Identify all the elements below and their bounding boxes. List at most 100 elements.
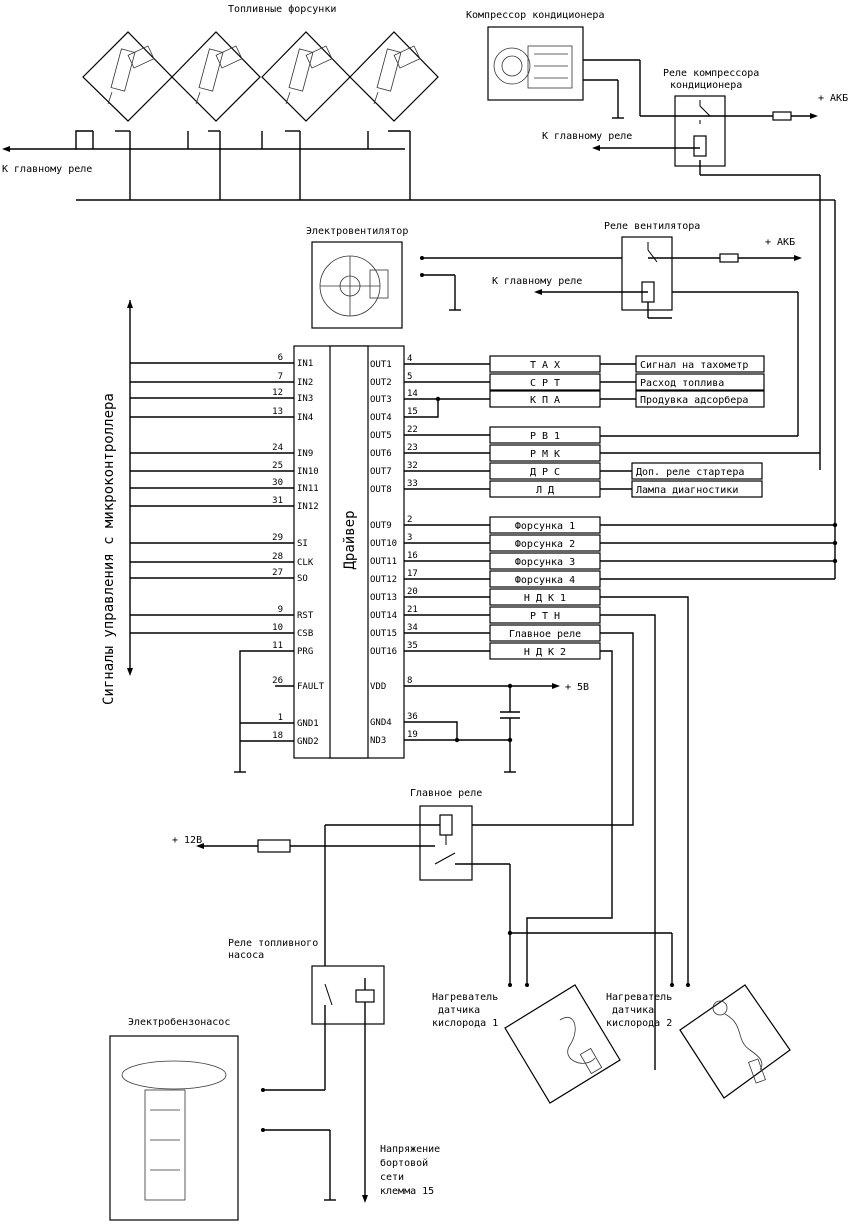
injector-3 bbox=[261, 31, 351, 122]
left-pin-name: CSB bbox=[297, 629, 313, 639]
left-pin-number: 12 bbox=[272, 388, 283, 398]
left-pin-name: SO bbox=[297, 574, 308, 584]
right-pin-name: VDD bbox=[370, 682, 386, 692]
left-pin-name: SI bbox=[297, 539, 308, 549]
fuel-pump-box bbox=[109, 1035, 239, 1221]
heater1-label-2: датчика bbox=[438, 1005, 480, 1016]
output-box-label: Р В 1 bbox=[530, 431, 560, 442]
left-pin-number: 9 bbox=[278, 605, 283, 615]
description-box-label: Расход топлива bbox=[640, 378, 724, 389]
description-box-label: Сигнал на тахометр bbox=[640, 360, 748, 371]
right-pin-name: OUT7 bbox=[370, 467, 392, 477]
left-pin-name: IN9 bbox=[297, 449, 313, 459]
right-pin-name: OUT11 bbox=[370, 557, 397, 567]
left-pin-number: 25 bbox=[272, 461, 283, 471]
right-pin-number: 32 bbox=[407, 461, 418, 471]
left-pin-number: 31 bbox=[272, 496, 283, 506]
left-pin-name: RST bbox=[297, 611, 314, 621]
left-pin-number: 26 bbox=[272, 676, 283, 686]
right-pin-number: 35 bbox=[407, 641, 418, 651]
right-pin-number: 14 bbox=[407, 389, 418, 399]
right-pins: OUT14OUT25OUT314OUT415OUT522OUT623OUT732… bbox=[370, 354, 418, 746]
description-box-label: Лампа диагностики bbox=[636, 485, 738, 496]
output-box-label: Форсунка 3 bbox=[515, 557, 575, 568]
output-boxes: Т А ХС Р ТК П АР В 1Р М КД Р СЛ ДФорсунк… bbox=[489, 355, 601, 660]
right-pin-name: OUT2 bbox=[370, 378, 392, 388]
right-pin-name: OUT6 bbox=[370, 449, 392, 459]
injector-1 bbox=[82, 31, 173, 122]
injector-wiring bbox=[2, 130, 820, 201]
supply-label-2: бортовой bbox=[380, 1157, 428, 1169]
right-pin-number: 21 bbox=[407, 605, 418, 615]
heater2-label-2: датчика bbox=[612, 1005, 654, 1016]
heater1-label-1: Нагреватель bbox=[432, 992, 498, 1003]
output-box-label: Н Д К 1 bbox=[524, 593, 566, 604]
left-pin-name: PRG bbox=[297, 647, 313, 657]
injectors-title: Топливные форсунки bbox=[228, 3, 336, 15]
vdd-out-label: + 5В bbox=[565, 682, 589, 693]
supply-label-3: сети bbox=[380, 1172, 404, 1183]
supply-label-4: клемма 15 bbox=[380, 1186, 434, 1197]
output-box-label: Форсунка 1 bbox=[515, 521, 575, 532]
fuel-pump-relay-label-2: насоса bbox=[228, 950, 264, 961]
heater1-label-3: кислорода 1 bbox=[432, 1018, 498, 1029]
right-pin-number: 20 bbox=[407, 587, 418, 597]
heater2-label-3: кислорода 2 bbox=[606, 1018, 672, 1029]
main-relay-label: Главное реле bbox=[410, 788, 482, 799]
output-box-label: Н Д К 2 bbox=[524, 647, 566, 658]
left-pin-name: CLK bbox=[297, 558, 314, 568]
fan-title: Электровентилятор bbox=[306, 226, 408, 237]
compressor-relay bbox=[674, 95, 726, 167]
left-pin-number: 13 bbox=[272, 407, 283, 417]
right-pin-number: 36 bbox=[407, 712, 418, 722]
left-pin-name: IN4 bbox=[297, 413, 313, 423]
left-pin-name: IN2 bbox=[297, 378, 313, 388]
left-pins: 6IN17IN212IN313IN424IN925IN1030IN1131IN1… bbox=[272, 353, 325, 747]
right-pin-name: OUT1 bbox=[370, 360, 392, 370]
right-pin-number: 19 bbox=[407, 730, 418, 740]
output-box-label: С Р Т bbox=[530, 378, 560, 389]
output-box-label: Форсунка 2 bbox=[515, 539, 575, 550]
left-pin-number: 6 bbox=[278, 353, 283, 363]
supply-label-1: Напряжение bbox=[380, 1144, 440, 1155]
right-pin-name: OUT15 bbox=[370, 629, 397, 639]
right-pin-number: 17 bbox=[407, 569, 418, 579]
right-pin-name: OUT3 bbox=[370, 395, 392, 405]
right-bus-lines bbox=[404, 363, 560, 773]
left-pin-name: IN12 bbox=[297, 502, 319, 512]
left-pin-name: IN3 bbox=[297, 394, 313, 404]
right-pin-number: 16 bbox=[407, 551, 418, 561]
right-pin-number: 4 bbox=[407, 354, 412, 364]
description-box-label: Продувка адсорбера bbox=[640, 394, 748, 406]
akb-1: + АКБ bbox=[818, 93, 848, 104]
right-pin-number: 2 bbox=[407, 515, 412, 525]
output-box-label: Р Т Н bbox=[530, 611, 560, 622]
left-pin-number: 18 bbox=[272, 731, 283, 741]
left-pin-number: 28 bbox=[272, 552, 283, 562]
to-main-relay-left: К главному реле bbox=[2, 164, 92, 175]
right-pin-number: 15 bbox=[407, 407, 418, 417]
left-pin-number: 29 bbox=[272, 533, 283, 543]
compressor-title: Компрессор кондиционера bbox=[466, 10, 604, 21]
description-box-label: Доп. реле стартера bbox=[636, 467, 744, 478]
output-box-label: К П А bbox=[530, 395, 560, 406]
heater2-sensor bbox=[679, 984, 791, 1099]
right-pin-name: OUT9 bbox=[370, 521, 392, 531]
left-pin-number: 24 bbox=[272, 443, 283, 453]
left-pin-number: 11 bbox=[272, 641, 283, 651]
to-main-relay-2: К главному реле bbox=[492, 276, 582, 287]
compressor-relay-label-1: Реле компрессора bbox=[663, 68, 759, 79]
left-bus-lines bbox=[130, 362, 294, 773]
left-pin-name: IN11 bbox=[297, 484, 319, 494]
fan-relay-label: Реле вентилятора bbox=[604, 221, 700, 232]
injector-4 bbox=[349, 31, 439, 122]
left-pin-number: 7 bbox=[278, 372, 283, 382]
compressor-icon bbox=[493, 45, 573, 89]
left-pin-name: FAULT bbox=[297, 682, 325, 692]
right-pin-name: OUT12 bbox=[370, 575, 397, 585]
output-wiring bbox=[460, 199, 838, 1070]
to-main-relay-1: К главному реле bbox=[542, 131, 632, 142]
output-box-label: Форсунка 4 bbox=[515, 575, 575, 586]
